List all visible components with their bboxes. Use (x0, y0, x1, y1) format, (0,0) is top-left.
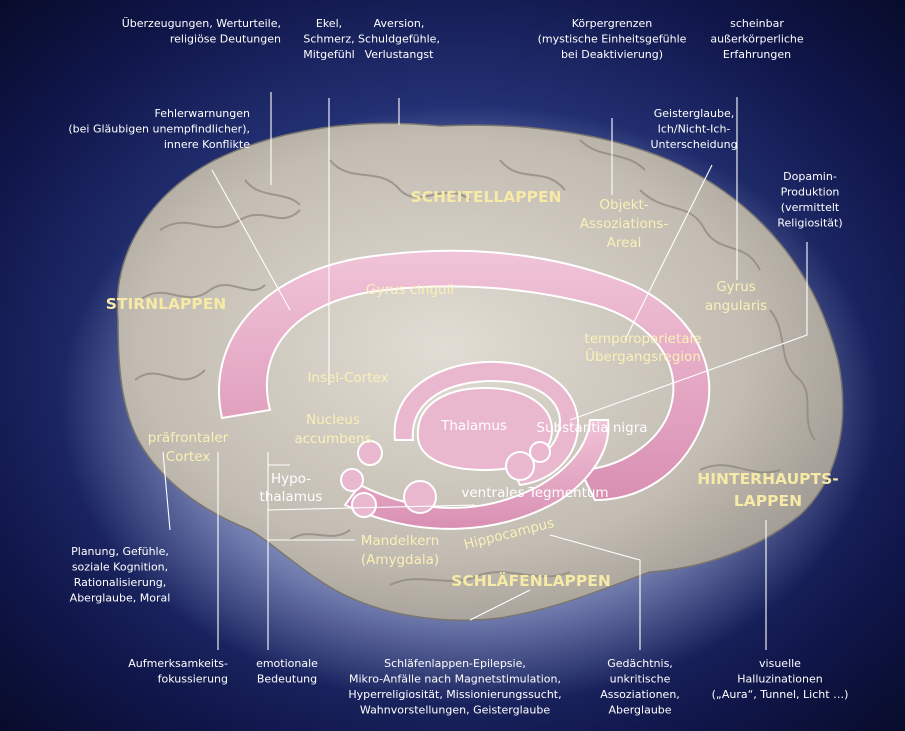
annotation-geisterglaube-line-1: Geisterglaube, (654, 107, 735, 120)
annotation-ekel-line-1: Ekel, (316, 17, 342, 30)
region-objekt-line2: Assoziations- (580, 216, 669, 232)
annotation-koerpergrenzen-line-3: bei Deaktivierung) (561, 48, 663, 61)
annotation-planung-line-3: Rationalisierung, (74, 576, 167, 589)
annotation-dopamin-line-2: Produktion (781, 186, 840, 199)
annotation-schlaefenlappen-epilepsie-line-1: Schläfenlappen-Epilepsie, (384, 657, 526, 670)
annotation-aversion-line-2: Schuldgefühle, (358, 33, 440, 46)
annotation-geisterglaube: Geisterglaube, Ich/Nicht-Ich- Unterscheidu… (650, 107, 737, 151)
region-ventrales-tegmentum: ventrales Tegmentum (461, 485, 608, 501)
annotation-fehlerwarnungen-line-3: innere Konflikte (164, 138, 250, 151)
annotation-aufmerksamkeit-line-2: fokussierung (158, 673, 228, 686)
annotation-emotionale-bedeutung-line-2: Bedeutung (257, 673, 317, 686)
region-temporo-line2: Übergangsregion (585, 347, 701, 365)
annotation-schlaefenlappen-epilepsie-line-4: Wahnvorstellungen, Geisterglaube (360, 704, 550, 717)
region-praefrontal-line1: präfrontaler (148, 430, 229, 446)
annotation-visuelle-halluzinationen-line-1: visuelle (759, 657, 801, 670)
lobe-schlaefenlappen: SCHLÄFENLAPPEN (451, 571, 611, 590)
lobe-hinterhaupt-line2: LAPPEN (734, 492, 802, 510)
annotation-aufmerksamkeit-line-1: Aufmerksamkeits- (128, 657, 228, 670)
annotation-planung-line-1: Planung, Gefühle, (71, 545, 169, 558)
region-gyrus-angularis-line1: Gyrus (716, 279, 756, 295)
annotation-gedaechtnis-line-1: Gedächtnis, (607, 657, 673, 670)
lobe-stirnlappen: STIRNLAPPEN (106, 295, 227, 313)
annotation-dopamin-line-1: Dopamin- (783, 170, 837, 183)
annotation-scheinbar-line-3: Erfahrungen (723, 48, 791, 61)
annotation-schlaefenlappen-epilepsie-line-2: Mikro-Anfälle nach Magnetstimulation, (349, 673, 561, 686)
annotation-ueberzeugungen-line-2: religiöse Deutungen (170, 33, 281, 46)
annotation-visuelle-halluzinationen-line-2: Halluzinationen (737, 673, 822, 686)
region-thalamus: Thalamus (440, 418, 507, 434)
lobe-scheitellappen: SCHEITELLAPPEN (410, 188, 561, 206)
region-objekt-line1: Objekt- (599, 197, 648, 213)
region-gyrus-angularis-line2: angularis (705, 298, 767, 314)
region-mandelkern-line2: (Amygdala) (361, 552, 439, 568)
annotation-koerpergrenzen-line-1: Körpergrenzen (572, 17, 653, 30)
annotation-ueberzeugungen-line-1: Überzeugungen, Werturteile, (122, 17, 281, 30)
region-nucleus-line2: accumbens (294, 431, 371, 447)
annotation-visuelle-halluzinationen-line-3: („Aura“, Tunnel, Licht …) (712, 688, 849, 701)
region-gyrus-cinguli: Gyrus cinguli (366, 282, 454, 298)
annotation-planung-line-2: soziale Kognition, (72, 561, 168, 574)
annotation-fehlerwarnungen-line-1: Fehlerwarnungen (154, 107, 250, 120)
annotation-dopamin-line-4: Religiosität) (777, 217, 842, 230)
annotation-planung-line-4: Aberglaube, Moral (70, 592, 171, 605)
annotation-schlaefenlappen-epilepsie-line-3: Hyperreligiosität, Missionierungssucht, (348, 688, 561, 701)
annotation-gedaechtnis-line-4: Aberglaube (608, 704, 671, 717)
region-hypothalamus-line1: Hypo- (271, 471, 311, 487)
region-praefrontal-line2: Cortex (166, 449, 211, 465)
annotation-aversion-line-3: Verlustangst (365, 48, 434, 61)
annotation-ekel-line-2: Schmerz, (303, 33, 354, 46)
annotation-aversion-line-1: Aversion, (374, 17, 425, 30)
region-temporo-line1: temporoparietale (584, 331, 701, 347)
region-objekt-line3: Areal (607, 235, 642, 251)
region-mandelkern-line1: Mandelkern (361, 533, 440, 549)
annotation-dopamin-line-3: (vermittelt (781, 201, 840, 214)
annotation-fehlerwarnungen-line-2: (bei Gläubigen unempfindlicher), (68, 123, 250, 136)
annotation-emotionale-bedeutung-line-1: emotionale (256, 657, 318, 670)
annotation-geisterglaube-line-2: Ich/Nicht-Ich- (658, 123, 731, 136)
lobe-hinterhaupt-line1: HINTERHAUPTS- (697, 470, 838, 488)
annotation-scheinbar-line-2: außerkörperliche (710, 33, 804, 46)
annotation-scheinbar-line-1: scheinbar (730, 17, 784, 30)
annotation-gedaechtnis-line-3: Assoziationen, (600, 688, 680, 701)
region-hypothalamus-line2: thalamus (260, 489, 323, 505)
region-substantia-nigra: Substantia nigra (536, 420, 647, 436)
annotation-koerpergrenzen-line-2: (mystische Einheitsgefühle (538, 33, 687, 46)
annotation-geisterglaube-line-3: Unterscheidung (650, 138, 737, 151)
annotation-ekel-line-3: Mitgefühl (303, 48, 354, 61)
region-nucleus-line1: Nucleus (306, 412, 360, 428)
annotation-gedaechtnis-line-2: unkritische (610, 673, 671, 686)
region-insel-cortex: Insel-Cortex (307, 370, 388, 386)
